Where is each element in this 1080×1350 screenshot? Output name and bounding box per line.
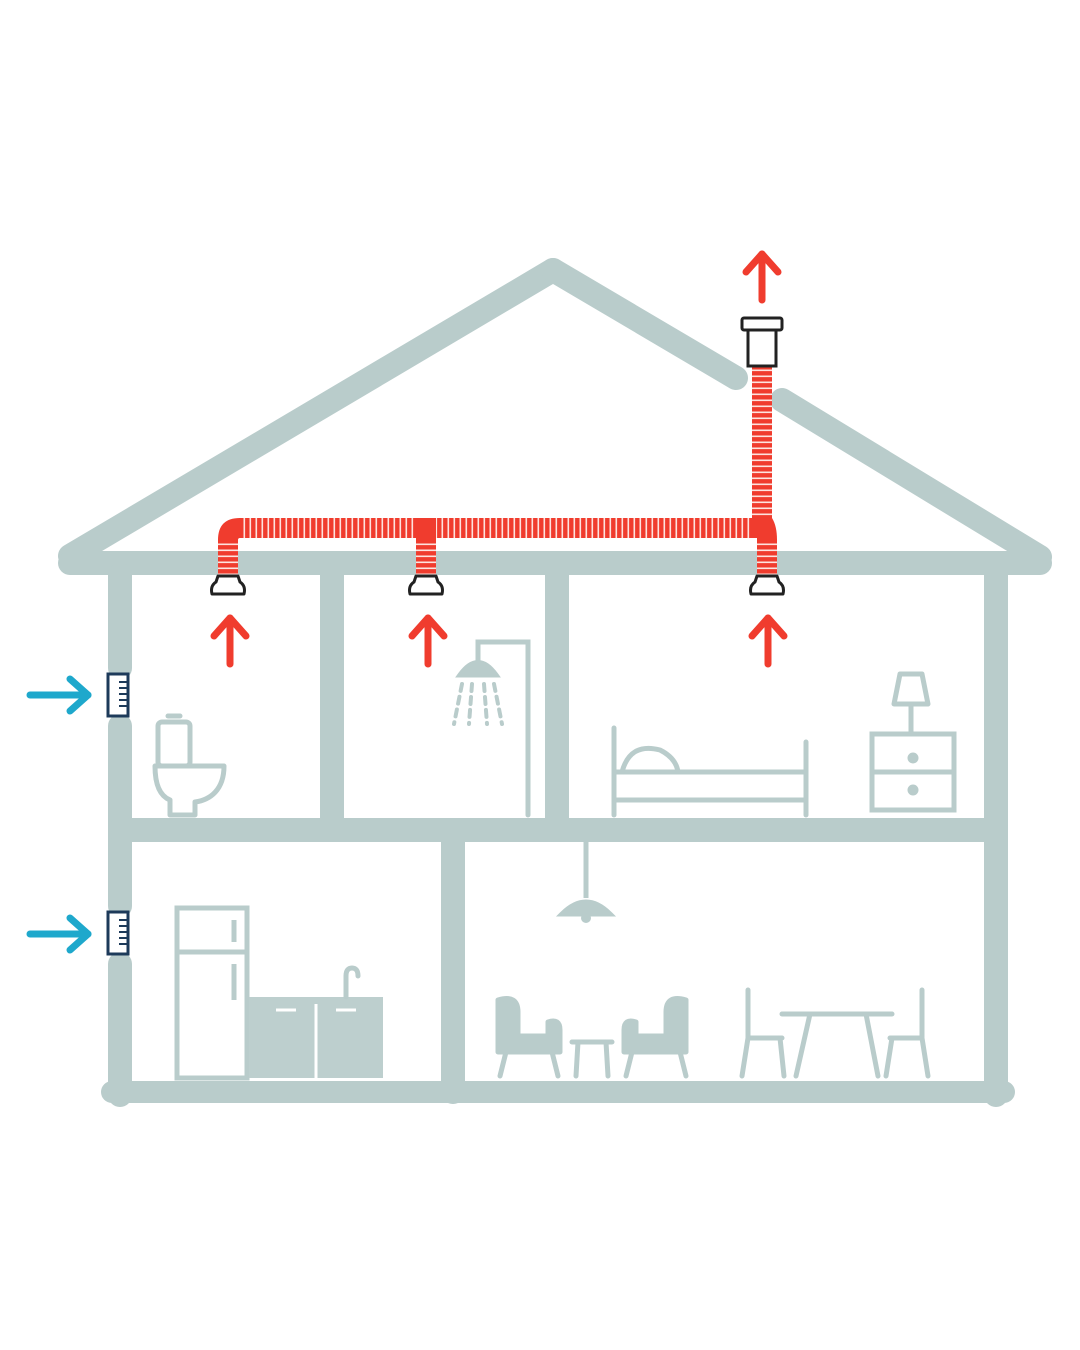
roof xyxy=(58,258,1052,569)
duct-bend xyxy=(218,518,240,540)
coffee-table-icon xyxy=(569,1039,615,1079)
faucet-icon xyxy=(343,965,361,1000)
arrow-right-icon xyxy=(26,914,92,954)
shower-icon xyxy=(452,639,531,818)
armchair-icon xyxy=(495,996,563,1079)
fridge-icon xyxy=(174,905,250,1081)
roof-vent-icon xyxy=(740,316,784,368)
duct-bend xyxy=(416,518,436,540)
duct-bend xyxy=(752,518,777,540)
armchair-icon xyxy=(621,996,689,1079)
chair-icon xyxy=(739,987,787,1079)
bed-icon xyxy=(611,725,809,818)
arrow-up-icon xyxy=(408,614,448,668)
arrow-up-icon xyxy=(748,614,788,668)
extract-duct-network xyxy=(218,364,777,578)
wall-air-inlet-icon xyxy=(106,672,130,718)
nightstand-icon xyxy=(869,731,957,813)
arrow-right-icon xyxy=(26,675,92,715)
extract-valve-icon xyxy=(749,574,785,596)
duct-riser xyxy=(752,364,772,518)
toilet-icon xyxy=(152,713,227,818)
house-structure xyxy=(58,258,1052,1107)
wall-air-inlet-icon xyxy=(106,910,130,956)
dining-table-icon xyxy=(779,1011,895,1079)
kitchen-counter-icon xyxy=(249,997,383,1078)
lamp-icon xyxy=(891,671,931,734)
chair-icon xyxy=(883,987,931,1079)
duct-drop-bathroom xyxy=(416,538,436,578)
duct-drop-bedroom xyxy=(757,538,777,578)
duct-drop-toilet xyxy=(218,538,238,578)
duct-main-run xyxy=(238,518,758,538)
pendant-light-icon xyxy=(555,842,617,923)
arrow-up-icon xyxy=(742,250,782,304)
extract-valve-icon xyxy=(408,574,444,596)
extract-valve-icon xyxy=(210,574,246,596)
arrow-up-icon xyxy=(210,614,250,668)
